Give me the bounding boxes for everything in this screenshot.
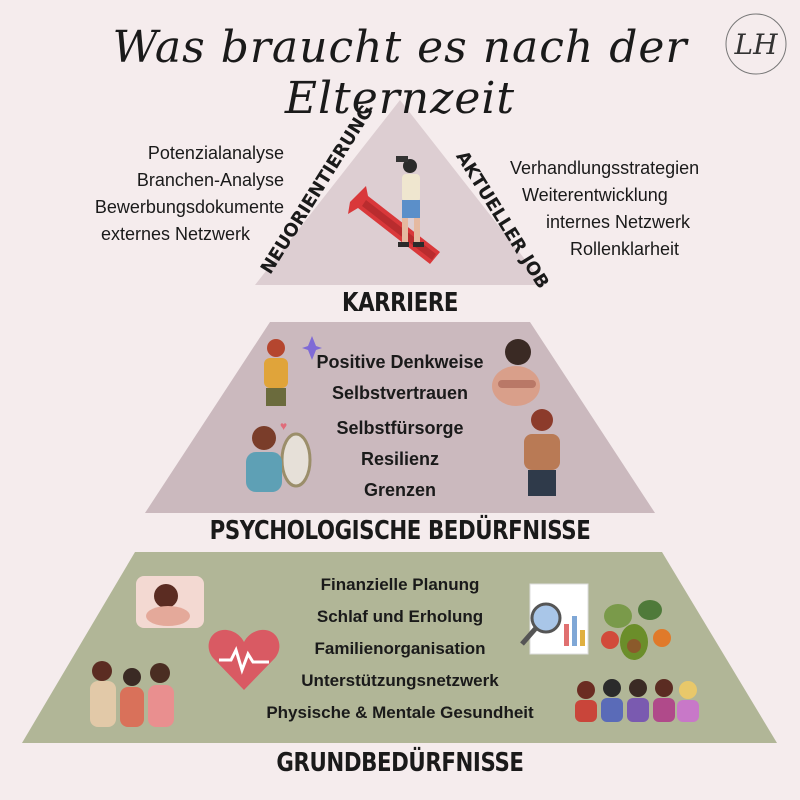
psychologisch-list: Positive Denkweise Selbstvertrauen Selbs… [300, 347, 500, 506]
logo-ring-icon: LH [725, 13, 787, 75]
list-item: Resilienz [360, 449, 440, 469]
logo: LH [722, 10, 790, 78]
list-item: Verhandlungsstrategien [510, 158, 700, 178]
list-item: Schlaf und Erholung [316, 607, 484, 626]
karriere-level-label: KARRIERE [341, 288, 459, 318]
support-network-illustration [575, 679, 699, 722]
career-arrow-illustration [348, 156, 440, 264]
woman-self-hug-illustration [492, 339, 540, 406]
psychologisch-level-label: PSYCHOLOGISCHE BEDÜRFNISSE [209, 516, 591, 546]
sleeping-woman-illustration [136, 576, 204, 628]
list-item: Rollenklarheit [570, 239, 680, 259]
financial-analysis-icon [520, 583, 589, 655]
karriere-right-list: Verhandlungsstrategien Weiterentwicklung… [510, 155, 699, 263]
heart-icon: ♥ [280, 419, 287, 433]
heartbeat-heart-icon [208, 629, 280, 690]
list-item: Weiterentwicklung [522, 185, 668, 205]
logo-initials: LH [733, 28, 778, 61]
grund-list: Finanzielle Planung Schlaf und Erholung … [240, 569, 560, 729]
list-item: Selbstfürsorge [336, 418, 464, 438]
family-illustration [90, 661, 174, 727]
karriere-triangle [255, 100, 545, 285]
list-item: Bewerbungsdokumente [94, 197, 284, 217]
woman-idea-illustration [264, 336, 322, 406]
list-item: Finanzielle Planung [320, 575, 480, 594]
grund-level-label: GRUNDBEDÜRFNISSE [276, 748, 524, 778]
list-item: Potenzialanalyse [147, 143, 284, 163]
list-item: Selbstvertrauen [331, 383, 469, 403]
list-item: Positive Denkweise [316, 352, 484, 372]
list-item: Branchen-Analyse [136, 170, 284, 190]
list-item: Physische & Mentale Gesundheit [266, 703, 534, 722]
list-item: Familienorganisation [314, 639, 486, 658]
healthy-food-icon [601, 600, 671, 660]
page-title: Was braucht es nach der Elternzeit [112, 22, 688, 124]
karriere-left-list: Potenzialanalyse Branchen-Analyse Bewerb… [95, 140, 284, 248]
list-item: Unterstützungsnetzwerk [301, 671, 499, 690]
list-item: externes Netzwerk [100, 224, 250, 244]
woman-mirror-illustration: ♥ [246, 419, 312, 492]
list-item: Grenzen [363, 480, 437, 500]
person-head-icon [403, 159, 417, 173]
sparkle-icon [302, 336, 322, 360]
list-item: internes Netzwerk [546, 212, 691, 232]
woman-boundaries-illustration [524, 409, 560, 496]
